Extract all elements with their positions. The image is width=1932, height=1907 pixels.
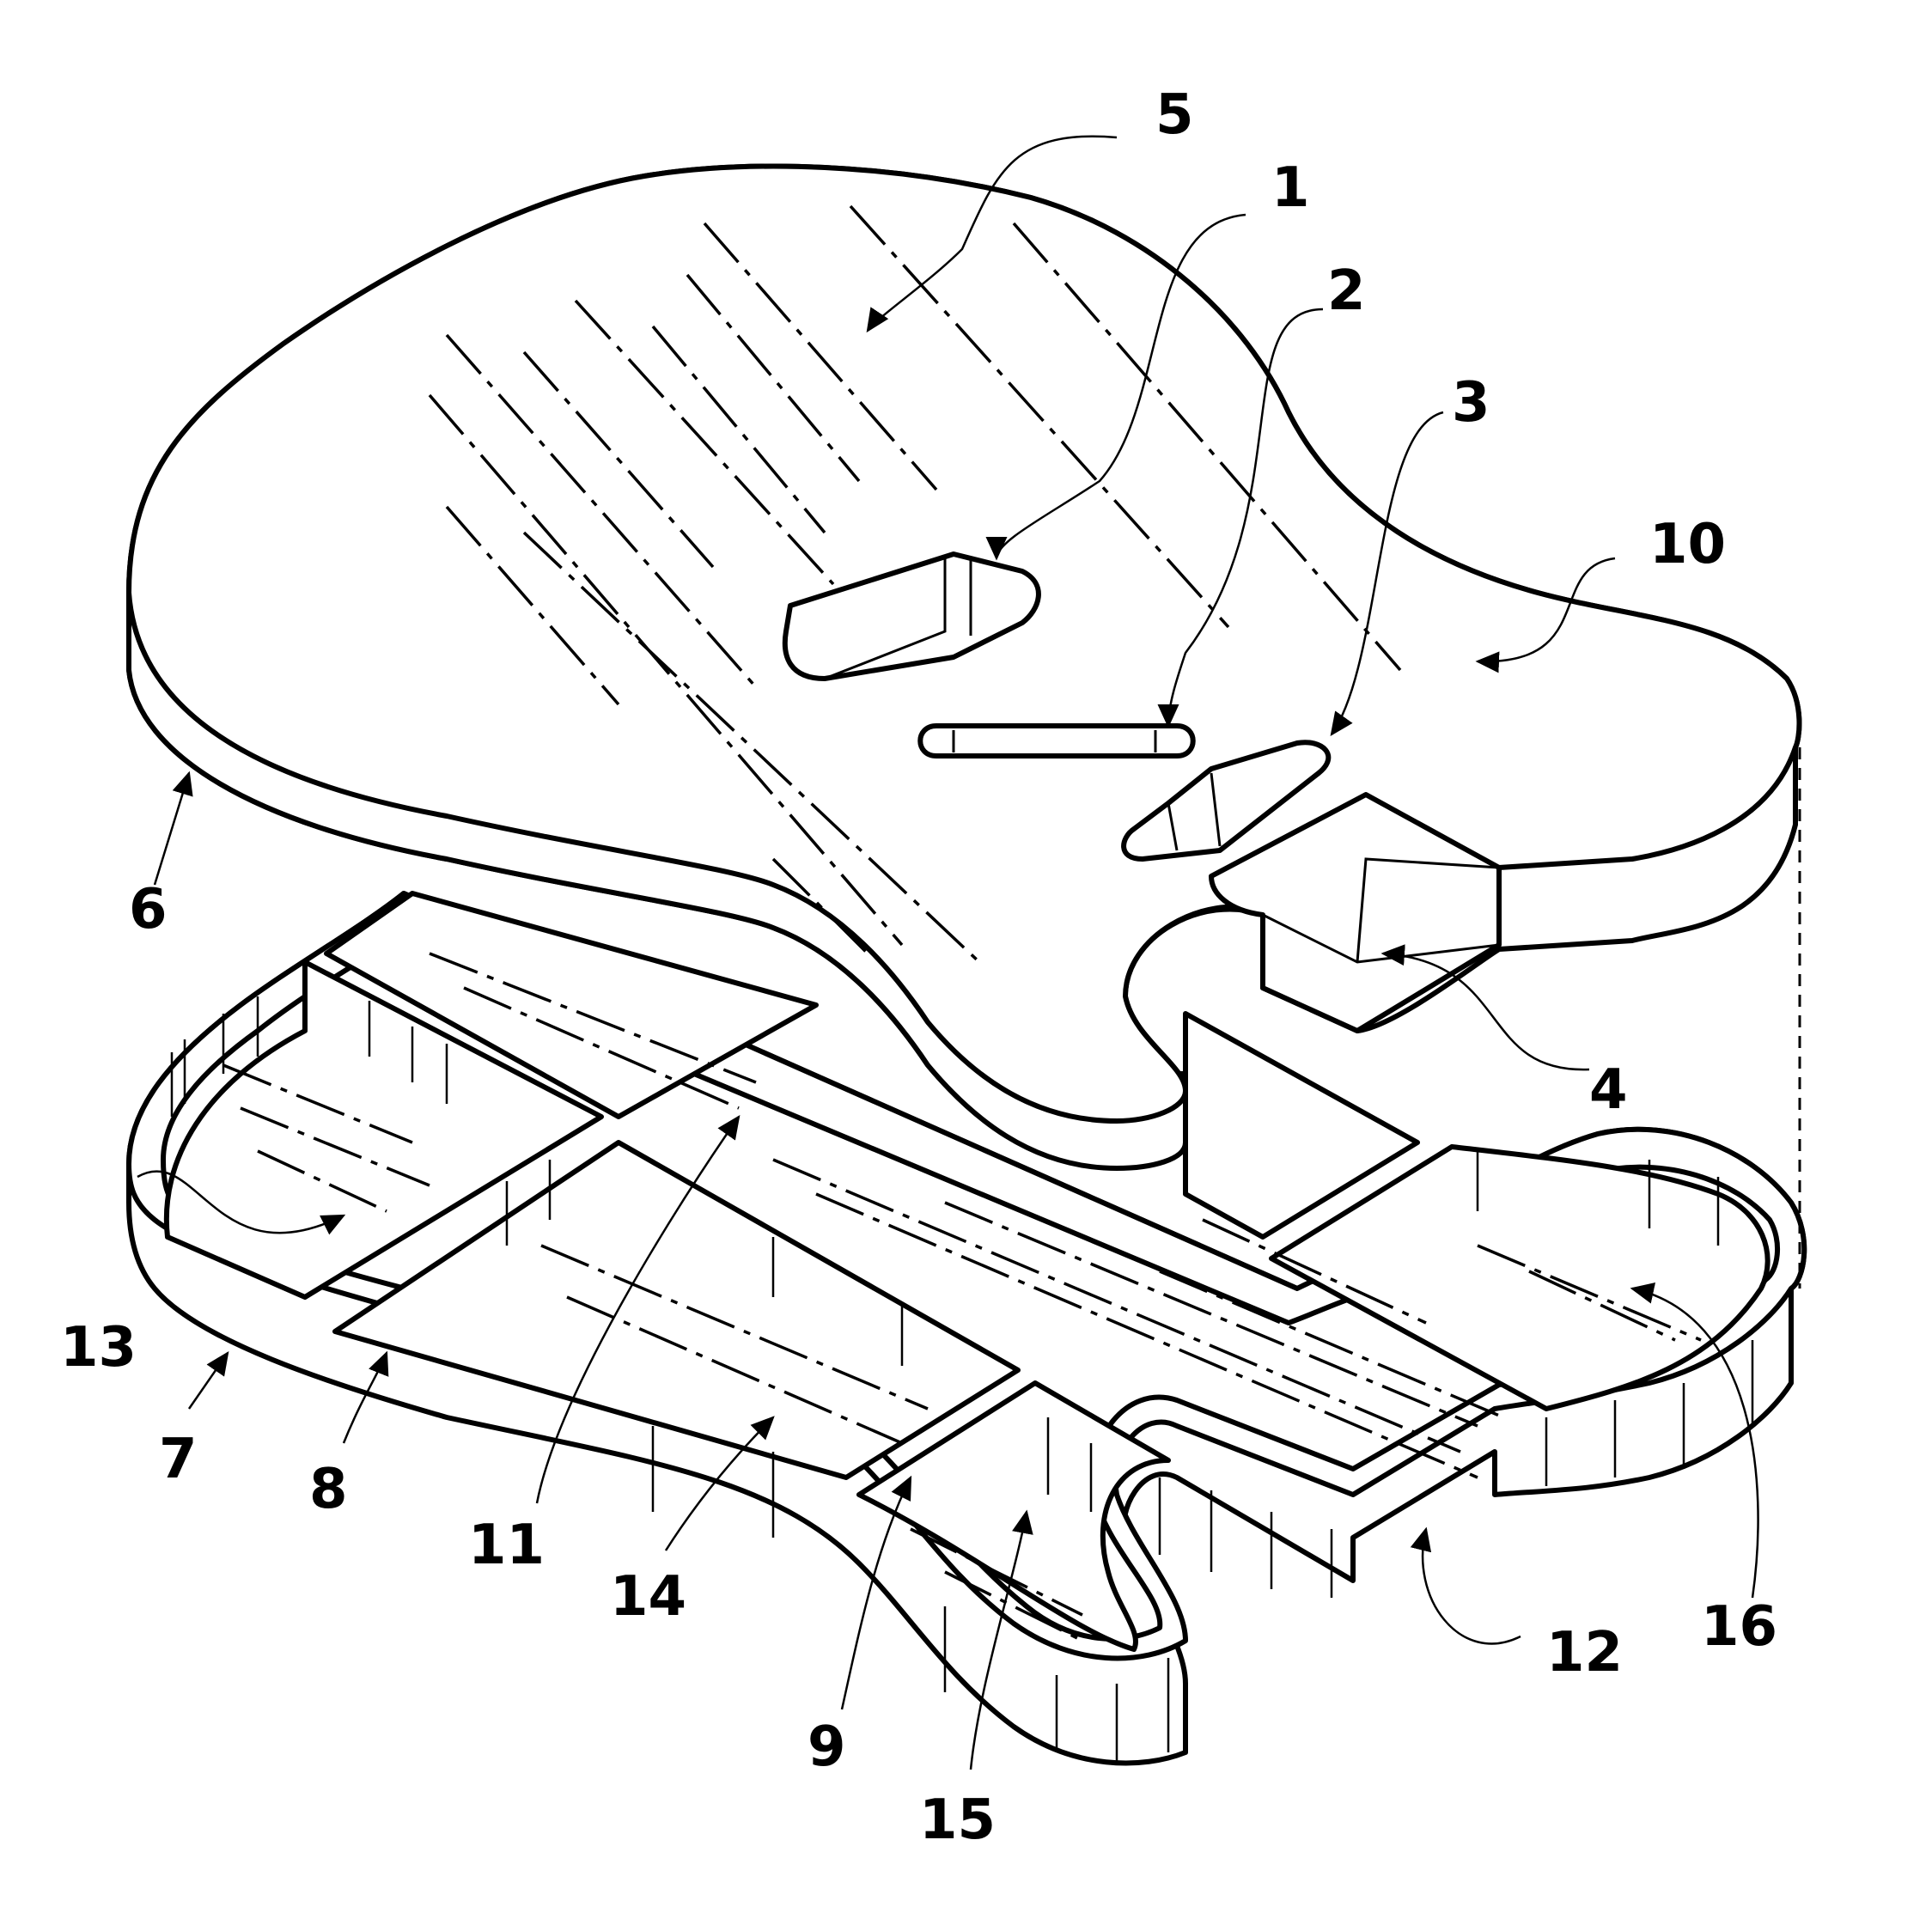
label-4: 4 [1589,1058,1628,1122]
label-14: 14 [610,1565,686,1629]
label-1: 1 [1271,156,1310,220]
label-7: 7 [159,1428,198,1491]
switch-slot-2 [920,726,1193,756]
label-6: 6 [129,878,168,941]
label-9: 9 [808,1715,846,1779]
label-10: 10 [1649,513,1726,576]
label-16: 16 [1701,1595,1777,1659]
label-15: 15 [919,1788,996,1852]
label-3: 3 [1452,371,1490,435]
label-11: 11 [468,1514,545,1577]
label-2: 2 [1327,259,1366,323]
label-13: 13 [60,1316,137,1380]
label-8: 8 [309,1458,348,1521]
label-12: 12 [1546,1621,1623,1685]
label-5: 5 [1155,83,1194,147]
